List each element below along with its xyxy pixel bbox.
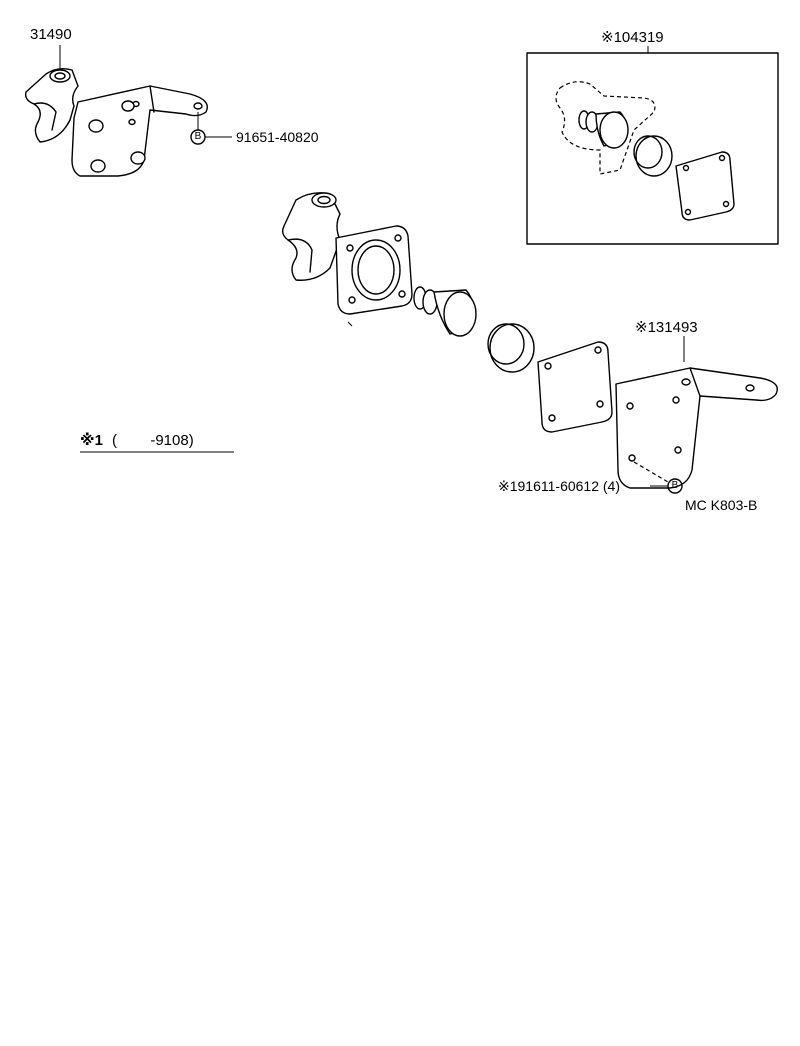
part-number-31490: 31490 (30, 26, 72, 43)
bolt-part-number-bottom: ※191611-60612 (4) (498, 478, 621, 494)
center-assembly (281, 192, 613, 433)
drawing-code: MC K803-B (685, 497, 758, 513)
bolt-ref-b-bottom: B (671, 480, 679, 491)
footnote-marker: ※1 (80, 432, 103, 449)
bolt-ref-b-top: B (194, 131, 202, 142)
bracket-part-number-131493: ※131493 (635, 319, 698, 336)
footnote-range: ( -9108) (112, 432, 194, 449)
bolt-part-number-top: 91651-40820 (236, 129, 319, 145)
kit-inset-104319 (526, 46, 779, 245)
bracket-131493 (615, 336, 778, 494)
bracket-assembly-31490 (24, 45, 232, 177)
kit-part-number-104319: ※104319 (601, 29, 664, 46)
